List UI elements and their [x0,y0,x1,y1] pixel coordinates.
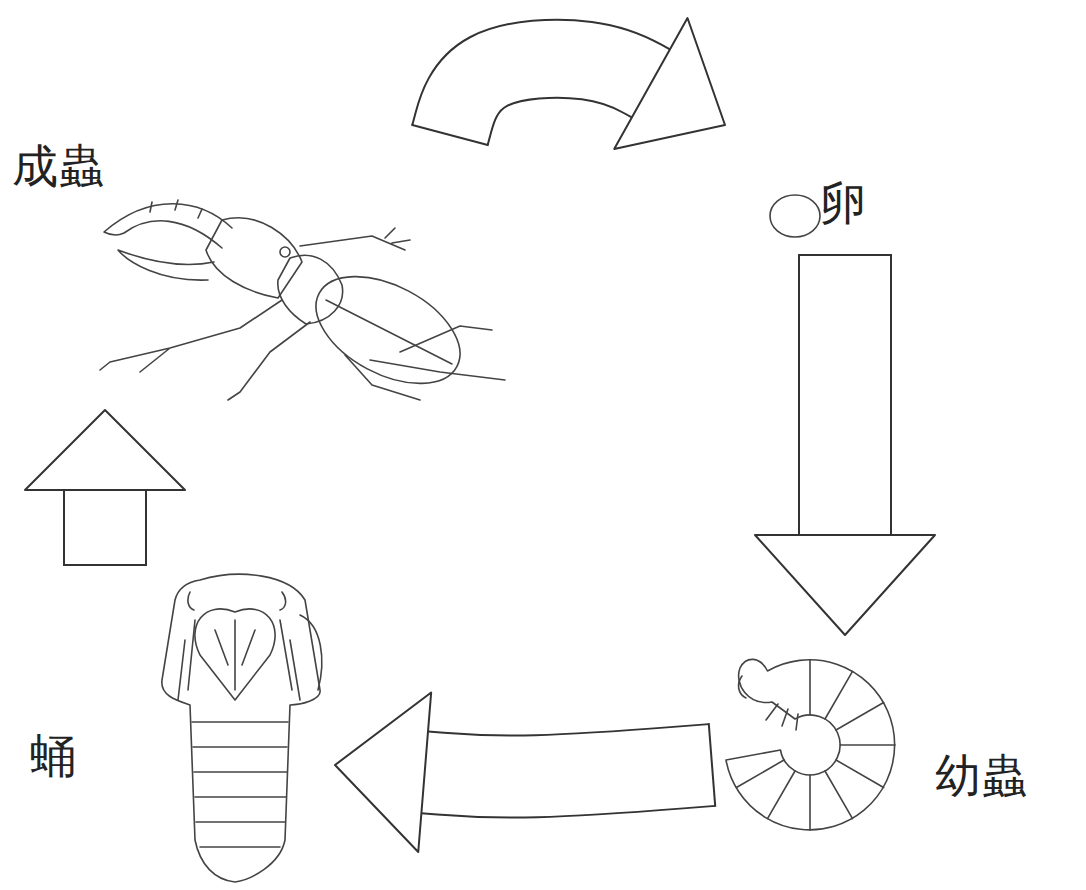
stage-label: 成蟲 [12,140,104,193]
beetle-drawing [100,200,505,405]
pupa-legs [178,620,300,700]
arrow-fill [425,765,712,777]
beetle-leg [100,300,282,372]
larva-legs [766,704,798,730]
beetle-head [206,218,302,298]
stage-node: 卵 [725,95,890,255]
pupa-drawing [162,574,322,882]
arrow-head [755,535,935,635]
arrow-outline [450,59,651,135]
stage-arrow [755,255,935,635]
larva-drawing [726,659,895,830]
arrow-outline [798,255,892,535]
larva-mandible [739,676,746,698]
arrow-head [25,410,185,490]
arrow-tail [63,564,147,566]
mandible [118,250,214,280]
arrow-fill [65,490,145,565]
pupa-wing-pad [300,615,322,690]
beetle-eye [280,247,290,257]
beetle-antenna [300,228,410,250]
arrow-fill [800,255,890,535]
arrow-tail [411,125,488,146]
stage-label: 蛹 [30,730,76,783]
stage-label: 卵 [820,177,866,230]
pupa-segments [192,722,288,847]
pupa-body [162,574,320,882]
stage-arrow [335,693,715,852]
larva-body [726,659,895,829]
arrow-tail [709,723,716,807]
pupa-eyes [188,592,286,610]
egg-drawing [770,195,820,237]
larva-segments [736,660,895,830]
stage-arrow [25,410,185,565]
arrow-tail [798,254,892,256]
stage-node: 成蟲 [10,135,510,410]
arrow-outline [425,765,712,777]
beetle-pronotum [278,255,343,324]
arrow-fill [450,59,651,135]
stage-arrow [411,18,725,149]
stage-label: 幼蟲 [935,750,1027,803]
mandible [104,204,232,248]
pupa-mandibles [195,609,275,700]
stage-node: 幼蟲 [712,635,1080,835]
beetle-leg [345,326,505,400]
beetle-leg [228,322,310,400]
mandible-teeth [150,200,202,218]
arrow-outline [63,490,147,565]
arrow-head [335,693,431,852]
arrow-head [614,18,725,149]
stage-node: 蛹 [25,565,335,883]
